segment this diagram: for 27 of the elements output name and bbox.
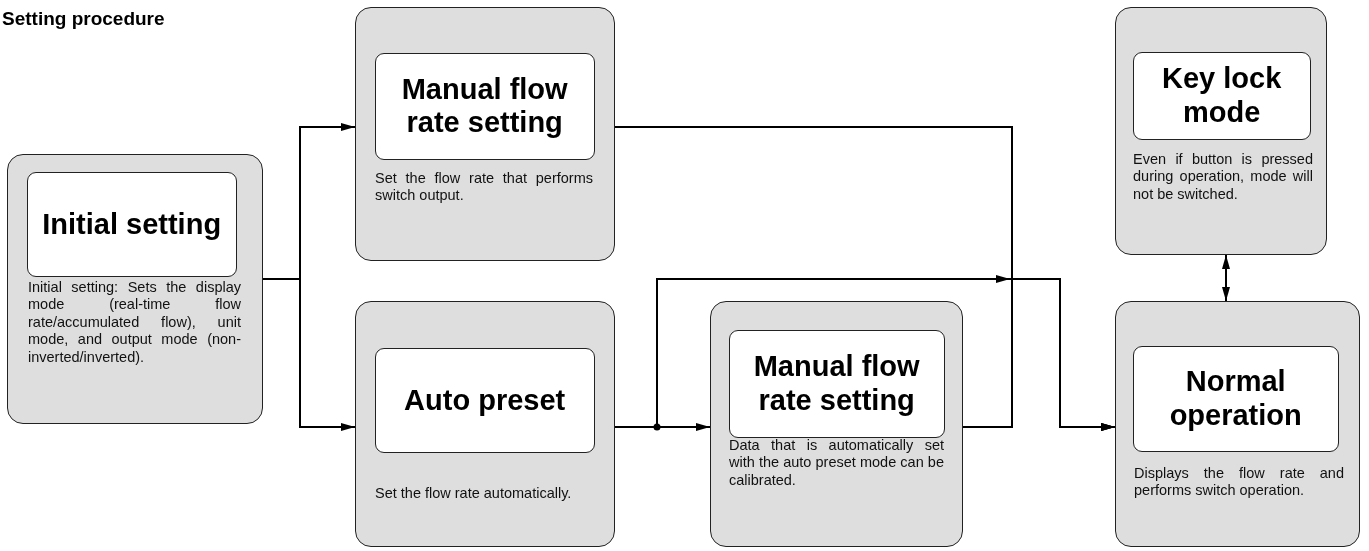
description-text: Set the flow rate that performs switch output. bbox=[375, 170, 593, 205]
mode-card bbox=[355, 301, 615, 547]
mode-card bbox=[7, 154, 263, 424]
title-box bbox=[1132, 51, 1311, 140]
mode-title: Normal operation bbox=[1168, 365, 1303, 433]
title-box bbox=[26, 171, 237, 277]
connector-arrow bbox=[1222, 254, 1230, 302]
description-text: Initial setting: Sets the display mode (real-time flow rate/accumulated flow), unit mode, and output mode (non-inverted/inverted). bbox=[28, 279, 241, 366]
diagram-title: Setting procedure bbox=[2, 8, 165, 30]
mode-card bbox=[710, 301, 963, 547]
mode-title: Key lock mode bbox=[1161, 62, 1283, 130]
description-text: Set the flow rate automatically. bbox=[375, 485, 573, 503]
description-text: Displays the flow rate and performs switch operation. bbox=[1134, 465, 1344, 500]
title-box bbox=[1132, 345, 1339, 452]
title-box bbox=[374, 347, 595, 453]
mode-card bbox=[355, 7, 615, 261]
mode-card bbox=[1115, 7, 1327, 255]
mode-title: Manual flow rate setting bbox=[400, 72, 569, 140]
connector-arrow bbox=[262, 278, 356, 431]
title-box bbox=[728, 329, 945, 438]
mode-title: Initial setting bbox=[42, 207, 222, 241]
mode-card bbox=[1115, 301, 1360, 547]
mode-title: Manual flow rate setting bbox=[752, 350, 921, 418]
description-text: Even if button is pressed during operation, mode will not be switched. bbox=[1133, 151, 1313, 204]
mode-title: Auto preset bbox=[404, 383, 566, 417]
title-box bbox=[374, 52, 595, 160]
description-text: Data that is automatically set with the auto preset mode can be calibrated. bbox=[729, 437, 944, 490]
